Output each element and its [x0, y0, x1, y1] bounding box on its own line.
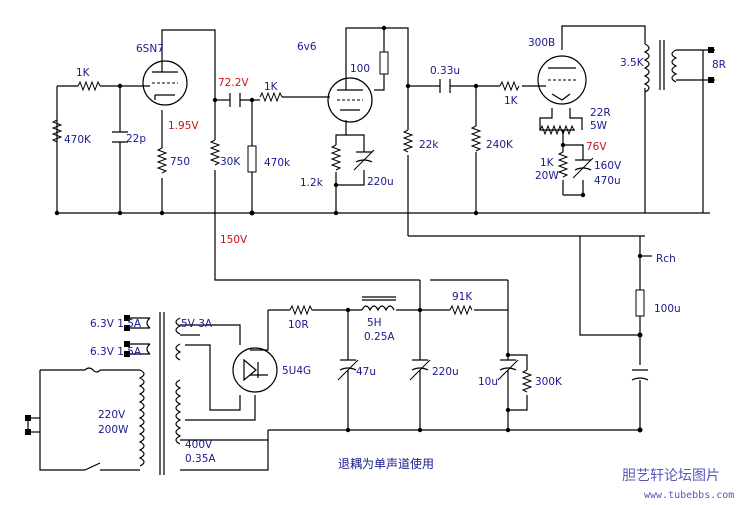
- capacitor-22p: [112, 131, 128, 143]
- label-470k-input: 470K: [64, 134, 92, 146]
- label-5w: 5W: [590, 120, 608, 132]
- label-200w: 200W: [98, 424, 129, 436]
- label-220u-ps: 220u: [432, 366, 459, 378]
- label-5u4g: 5U4G: [282, 365, 311, 377]
- tube-5u4g: [232, 347, 278, 393]
- label-10r: 10R: [288, 319, 309, 331]
- label-160v: 160V: [594, 160, 622, 172]
- label-6sn7: 6SN7: [136, 43, 164, 55]
- capacitor-0-33u: [439, 79, 451, 93]
- label-5v-3a: 5V 3A: [181, 318, 213, 330]
- power-transformer: [138, 312, 182, 475]
- resistor-100u-rch: [635, 289, 645, 317]
- label-1k-grid2: 1K: [264, 81, 279, 93]
- label-72-2v: 72.2V: [218, 77, 249, 89]
- resistor-240k: [470, 125, 482, 152]
- note-decoupling: 退耦为单声道使用: [338, 456, 434, 471]
- label-1k-cath3: 1K: [540, 157, 555, 169]
- resistor-22r-hum: [539, 124, 575, 136]
- label-400v: 400V: [185, 439, 213, 451]
- label-10u: 10u: [478, 376, 498, 388]
- capacitor-470u-cathode3: [572, 157, 594, 179]
- resistor-470k-grid2: [247, 145, 257, 173]
- resistor-10r: [289, 304, 313, 316]
- resistor-1k-grid3: [499, 80, 520, 92]
- label-220u-cathode: 220u: [367, 176, 394, 188]
- capacitor-47u: [337, 359, 359, 385]
- label-220v: 220V: [98, 409, 126, 421]
- resistor-750: [156, 147, 168, 174]
- power-switch: [84, 462, 101, 471]
- choke-5h: [361, 296, 396, 312]
- label-1k-input: 1K: [76, 67, 91, 79]
- capacitor-rch: [631, 369, 649, 390]
- resistor-100-plate: [379, 51, 389, 75]
- label-1-2k: 1.2k: [300, 177, 324, 189]
- fuse: [84, 367, 101, 373]
- label-20w: 20W: [535, 170, 559, 182]
- capacitor-220u-ps: [409, 359, 431, 385]
- label-47u: 47u: [356, 366, 376, 378]
- resistor-1k-20w: [557, 151, 569, 178]
- label-0-35a: 0.35A: [185, 453, 216, 465]
- label-76v: 76V: [586, 141, 607, 153]
- label-91k: 91K: [452, 291, 473, 303]
- tube-300b: [537, 55, 587, 105]
- resistor-22k: [402, 129, 414, 153]
- label-470k-grid2: 470k: [264, 157, 291, 169]
- label-240k: 240K: [486, 139, 514, 151]
- label-6v6: 6v6: [297, 41, 317, 53]
- label-22p: 22p: [126, 133, 146, 145]
- label-5h: 5H: [367, 317, 382, 329]
- capacitor-220u-cathode: [353, 149, 375, 171]
- label-6-3v-2: 6.3V 1.5A: [90, 346, 142, 358]
- label-1k-grid3: 1K: [504, 95, 519, 107]
- label-1-95v: 1.95V: [168, 120, 199, 132]
- resistor-30k: [209, 139, 221, 166]
- resistors: [51, 51, 645, 393]
- label-3-5k: 3.5K: [620, 57, 645, 69]
- label-6-3v-1: 6.3V 1.5A: [90, 318, 142, 330]
- capacitor-10u: [497, 359, 519, 390]
- label-0-33u: 0.33u: [430, 65, 460, 77]
- output-transformer: [643, 40, 678, 93]
- label-300k: 300K: [535, 376, 563, 388]
- label-30k: 30K: [220, 156, 241, 168]
- label-750: 750: [170, 156, 190, 168]
- resistor-300k: [521, 369, 533, 393]
- watermark-title: 胆艺轩论坛图片: [622, 468, 720, 484]
- label-22k: 22k: [419, 139, 439, 151]
- label-150v: 150V: [220, 234, 248, 246]
- labels: 6SN7 1K 470K 22p 1.95V 750 30K 72.2V 1K …: [64, 37, 734, 501]
- resistor-1k-input: [77, 80, 101, 92]
- capacitors: [112, 79, 649, 390]
- watermark-url: www.tubebbs.com: [644, 490, 734, 501]
- label-8r: 8R: [712, 59, 726, 71]
- resistor-91k: [449, 304, 473, 316]
- label-rch: Rch: [656, 253, 676, 265]
- resistor-1-2k: [330, 144, 342, 171]
- resistor-1k-grid2: [259, 91, 283, 103]
- label-0-25a: 0.25A: [364, 331, 395, 343]
- tube-6v6: [327, 77, 373, 123]
- resistor-470k-input: [51, 119, 63, 143]
- label-100-plate: 100: [350, 63, 370, 75]
- label-22r: 22R: [590, 107, 611, 119]
- label-470u: 470u: [594, 175, 621, 187]
- wiring: [27, 25, 715, 471]
- junctions: [25, 25, 714, 435]
- tube-6sn7: [142, 56, 188, 106]
- label-300b: 300B: [528, 37, 555, 49]
- capacitor-coupling-1: [229, 93, 241, 107]
- label-100u: 100u: [654, 303, 681, 315]
